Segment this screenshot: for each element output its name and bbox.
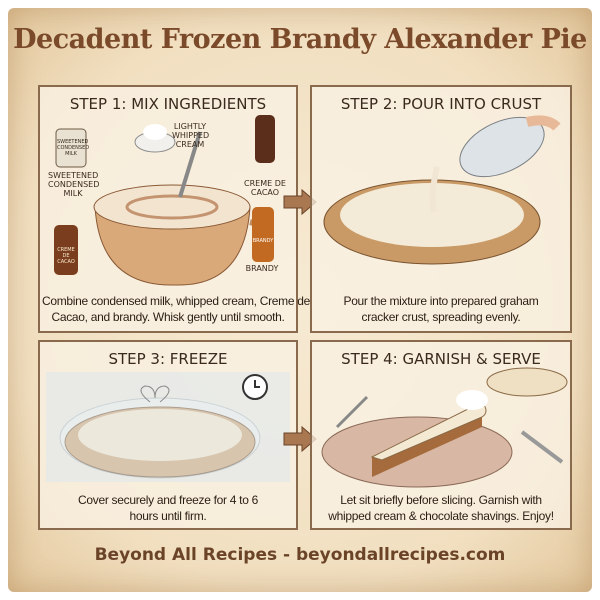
milk-can-label: SWEETENED CONDENSED MILK [57, 139, 90, 157]
caption-line: cracker crust, spreading evenly. [361, 310, 521, 324]
whipped-cream-label: LIGHTLY WHIPPED CREAM [172, 122, 210, 149]
caption-line: Let sit briefly before slicing. Garnish … [340, 493, 542, 507]
step-2-caption: Pour the mixture into prepared graham cra… [314, 293, 568, 325]
condensed-milk-label: SWEETENED CONDENSED MILK [48, 171, 100, 198]
step-2-panel: STEP 2: POUR INTO CRUST Pour the mixture… [310, 85, 572, 333]
brandy-label: BRANDY [245, 264, 279, 273]
step-4-panel: STEP 4: GARNISH & SERVE Let sit briefly … [310, 340, 572, 530]
knife-icon [520, 430, 564, 464]
caption-line: whipped cream & chocolate shavings. Enjo… [328, 509, 554, 523]
frozen-pie-illustration [46, 372, 290, 482]
creme-de-cacao-label: CREME DE CACAO [244, 179, 286, 197]
cacao-bottle-label: CREME DE CACAO [57, 247, 75, 265]
step-4-caption: Let sit briefly before slicing. Garnish … [314, 492, 568, 524]
caption-line: Cacao, and brandy. Whisk gently until sm… [51, 310, 285, 324]
fork-icon [335, 395, 369, 429]
arrow-right-icon [283, 425, 317, 453]
caption-line: hours until firm. [129, 509, 207, 523]
step-4-heading: STEP 4: GARNISH & SERVE [341, 350, 541, 368]
page-title: Decadent Frozen Brandy Alexander Pie [13, 24, 587, 55]
pouring-into-crust-illustration [323, 115, 561, 265]
caption-line: Cover securely and freeze for 4 to 6 [78, 493, 258, 507]
step-3-heading: STEP 3: FREEZE [108, 350, 228, 368]
footer-credit: Beyond All Recipes - beyondallrecipes.co… [94, 545, 506, 565]
step-3-panel: STEP 3: FREEZE Cover securely and freeze… [38, 340, 298, 530]
clock-icon [242, 374, 268, 400]
mixing-bowl-illustration [54, 115, 275, 286]
brandy-bottle-label: BRANDY [252, 238, 274, 244]
step-1-caption: Combine condensed milk, whipped cream, C… [42, 293, 311, 325]
step-1-panel: STEP 1: MIX INGREDIENTS SWEETENED CONDEN… [38, 85, 311, 333]
caption-line: Combine condensed milk, whipped cream, C… [42, 294, 311, 308]
step-1-heading: STEP 1: MIX INGREDIENTS [69, 95, 267, 113]
arrow-right-icon [283, 188, 317, 216]
caption-line: Pour the mixture into prepared graham [343, 294, 539, 308]
step-2-heading: STEP 2: POUR INTO CRUST [340, 95, 542, 113]
step-3-caption: Cover securely and freeze for 4 to 6 hour… [42, 492, 294, 524]
pie-slice-illustration [321, 367, 568, 488]
